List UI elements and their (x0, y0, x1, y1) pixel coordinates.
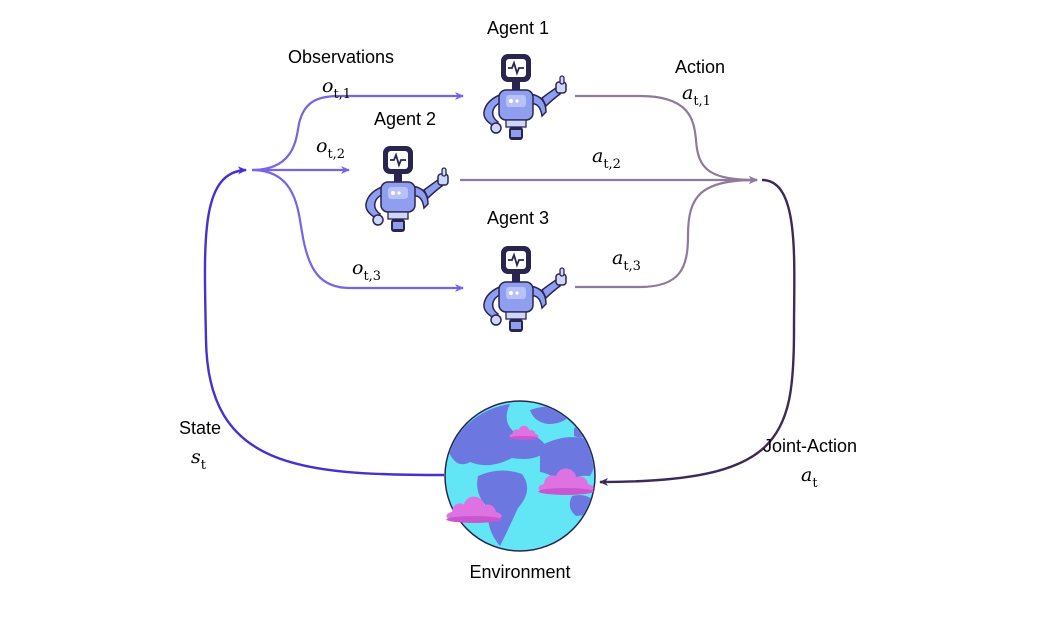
a-t1-math: at,1 (682, 82, 711, 109)
action-arrow-3 (575, 176, 758, 289)
joint-action-label: Joint-Action (763, 436, 857, 456)
agent-1-label: Agent 1 (487, 18, 549, 38)
observations-label: Observations (288, 47, 394, 67)
environment-globe-icon (444, 400, 596, 552)
observation-arrow-3 (251, 168, 464, 292)
agent-3-robot-icon (483, 245, 567, 333)
agent-3-label: Agent 3 (487, 208, 549, 228)
action-label: Action (675, 57, 725, 77)
state-arrow (203, 166, 445, 477)
environment-label: Environment (469, 562, 570, 582)
state-label: State (179, 418, 221, 438)
a-t-math: at (801, 464, 818, 491)
agent-2-robot-icon (365, 145, 449, 233)
o-t1-math: ot,1 (322, 75, 351, 102)
o-t2-math: ot,2 (316, 135, 345, 162)
a-t2-math: at,2 (592, 145, 621, 172)
a-t3-math: at,3 (612, 247, 641, 274)
joint-action-arrow (599, 178, 796, 486)
action-arrow-1 (575, 94, 758, 184)
agent-1-robot-icon (483, 53, 567, 141)
o-t3-math: ot,3 (352, 257, 381, 284)
s-t-math: st (191, 446, 207, 473)
observation-arrow-1 (251, 92, 464, 172)
agent-2-label: Agent 2 (374, 109, 436, 129)
